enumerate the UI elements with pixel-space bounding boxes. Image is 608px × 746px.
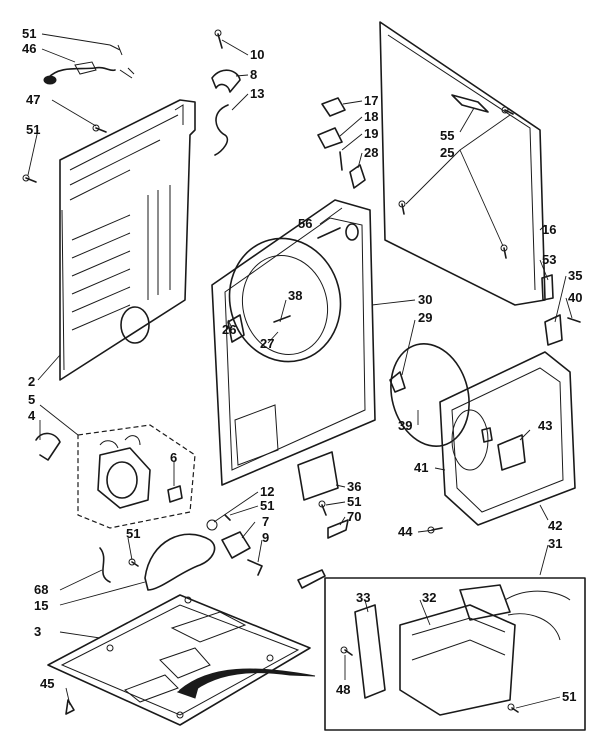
hinge-bracket bbox=[211, 29, 241, 93]
rear-screw bbox=[22, 174, 37, 183]
callout-51: 51 bbox=[22, 26, 36, 41]
door-seal bbox=[389, 343, 470, 447]
callout-7: 7 bbox=[262, 514, 269, 529]
callout-45: 45 bbox=[40, 676, 54, 691]
callout-25: 25 bbox=[440, 145, 454, 160]
leader-lines bbox=[27, 33, 573, 709]
callout-38: 38 bbox=[288, 288, 302, 303]
rear-panel bbox=[59, 99, 196, 381]
callout-labels: 51 46 10 8 13 17 18 19 28 47 51 55 25 56… bbox=[22, 26, 582, 704]
heater-assembly-inset bbox=[324, 577, 586, 731]
top-hinge bbox=[541, 274, 581, 346]
callout-27: 27 bbox=[260, 336, 274, 351]
cabinet-base bbox=[47, 594, 316, 726]
callout-26: 26 bbox=[222, 322, 236, 337]
callout-28: 28 bbox=[364, 145, 378, 160]
callout-8: 8 bbox=[250, 67, 257, 82]
callout-51: 51 bbox=[347, 494, 361, 509]
drive-belt bbox=[144, 533, 216, 591]
callout-9: 9 bbox=[262, 530, 269, 545]
callout-40: 40 bbox=[568, 290, 582, 305]
callout-2: 2 bbox=[28, 374, 35, 389]
top-panel bbox=[379, 21, 546, 306]
callout-56: 56 bbox=[298, 216, 312, 231]
callout-70: 70 bbox=[347, 509, 361, 524]
panel-clip bbox=[297, 500, 443, 589]
callout-10: 10 bbox=[250, 47, 264, 62]
door-switch bbox=[317, 97, 366, 189]
callout-51: 51 bbox=[562, 689, 576, 704]
callout-51: 51 bbox=[126, 526, 140, 541]
callout-32: 32 bbox=[422, 590, 436, 605]
callout-16: 16 bbox=[542, 222, 556, 237]
callout-29: 29 bbox=[418, 310, 432, 325]
lint-screen-cover bbox=[297, 451, 339, 501]
callout-17: 17 bbox=[364, 93, 378, 108]
callout-46: 46 bbox=[22, 41, 36, 56]
callout-51: 51 bbox=[26, 122, 40, 137]
dryer-door bbox=[439, 351, 576, 526]
callout-51: 51 bbox=[260, 498, 274, 513]
callout-41: 41 bbox=[414, 460, 428, 475]
callout-53: 53 bbox=[542, 252, 556, 267]
callout-43: 43 bbox=[538, 418, 552, 433]
callout-48: 48 bbox=[336, 682, 350, 697]
callout-31: 31 bbox=[548, 536, 562, 551]
callout-6: 6 bbox=[170, 450, 177, 465]
callout-5: 5 bbox=[28, 392, 35, 407]
panel-screw bbox=[92, 124, 107, 133]
callout-42: 42 bbox=[548, 518, 562, 533]
callout-15: 15 bbox=[34, 598, 48, 613]
callout-55: 55 bbox=[440, 128, 454, 143]
front-panel bbox=[211, 199, 376, 486]
motor-assembly-inset bbox=[35, 424, 196, 529]
callout-3: 3 bbox=[34, 624, 41, 639]
callout-18: 18 bbox=[364, 109, 378, 124]
callout-33: 33 bbox=[356, 590, 370, 605]
callout-19: 19 bbox=[364, 126, 378, 141]
callout-13: 13 bbox=[250, 86, 264, 101]
power-cord bbox=[43, 44, 135, 85]
harness-wire bbox=[214, 104, 229, 156]
callout-39: 39 bbox=[398, 418, 412, 433]
idler-pulley bbox=[99, 514, 263, 583]
callout-12: 12 bbox=[260, 484, 274, 499]
callout-36: 36 bbox=[347, 479, 361, 494]
callout-4: 4 bbox=[28, 408, 36, 423]
callout-30: 30 bbox=[418, 292, 432, 307]
callout-35: 35 bbox=[568, 268, 582, 283]
callout-47: 47 bbox=[26, 92, 40, 107]
callout-44: 44 bbox=[398, 524, 413, 539]
callout-68: 68 bbox=[34, 582, 48, 597]
